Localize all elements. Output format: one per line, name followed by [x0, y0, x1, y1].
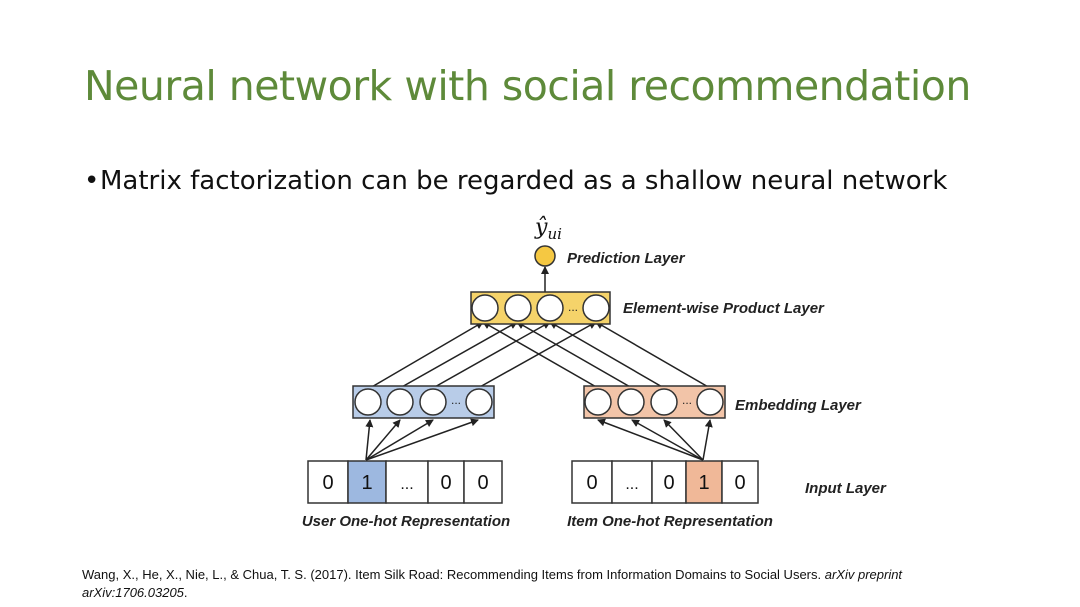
product-layer: ...	[470, 291, 611, 325]
item-embedding-node	[650, 388, 678, 416]
item-embedding-layer: ...	[583, 385, 726, 419]
item-embedding-node	[584, 388, 612, 416]
citation-journal: arXiv preprint	[824, 567, 903, 582]
product-node	[471, 294, 499, 322]
product-node	[536, 294, 564, 322]
item-embedding-node	[617, 388, 645, 416]
user-input-cell-active: 1	[361, 472, 372, 494]
user-embedding-node	[419, 388, 447, 416]
product-node	[504, 294, 532, 322]
user-input-to-embedding	[365, 418, 479, 461]
item-input-cell-active: 1	[698, 472, 709, 494]
citation-tail: .	[183, 585, 188, 600]
item-embedding-ellipsis: ...	[682, 393, 692, 407]
item-caption: Item One-hot Representation	[567, 513, 773, 530]
item-input-cell: 0	[586, 472, 597, 494]
prediction-layer-label: Prediction Layer	[567, 250, 686, 267]
output-symbol: ŷ	[534, 215, 548, 240]
output-subscript: ui	[547, 225, 562, 243]
citation-arxiv-id: arXiv:1706.03205	[82, 585, 184, 600]
item-input-cell: 0	[663, 472, 674, 494]
item-input-vector: 0 ... 0 1 0	[571, 460, 759, 504]
slide-title: Neural network with social recommendatio…	[84, 62, 971, 110]
bullet-text: Matrix factorization can be regarded as …	[100, 166, 948, 196]
user-to-product-connections	[369, 321, 597, 389]
bullet-point: •Matrix factorization can be regarded as…	[84, 166, 947, 196]
output-label: ŷui	[534, 215, 562, 243]
embedding-layer-label: Embedding Layer	[735, 397, 862, 414]
user-embedding-ellipsis: ...	[451, 393, 461, 407]
user-embedding-node	[465, 388, 493, 416]
item-input-to-embedding	[597, 418, 713, 461]
user-embedding-node	[354, 388, 382, 416]
bullet-dot: •	[84, 166, 100, 196]
user-input-cell: ...	[400, 476, 413, 493]
item-input-cell: ...	[625, 476, 638, 493]
user-embedding-layer: ...	[352, 385, 495, 419]
user-input-vector: 0 1 ... 0 0	[307, 460, 503, 504]
prediction-node	[534, 245, 556, 267]
user-input-cell: 0	[440, 472, 451, 494]
product-layer-label: Element-wise Product Layer	[623, 300, 825, 317]
item-embedding-node	[696, 388, 724, 416]
user-caption: User One-hot Representation	[302, 513, 510, 530]
product-ellipsis: ...	[568, 300, 578, 314]
product-node	[582, 294, 610, 322]
item-to-product-connections	[482, 321, 711, 389]
user-input-cell: 0	[322, 472, 333, 494]
user-input-cell: 0	[477, 472, 488, 494]
citation-text: Wang, X., He, X., Nie, L., & Chua, T. S.…	[82, 567, 825, 582]
item-input-cell: 0	[734, 472, 745, 494]
input-layer-label: Input Layer	[805, 480, 887, 497]
citation: Wang, X., He, X., Nie, L., & Chua, T. S.…	[82, 566, 982, 602]
user-embedding-node	[386, 388, 414, 416]
